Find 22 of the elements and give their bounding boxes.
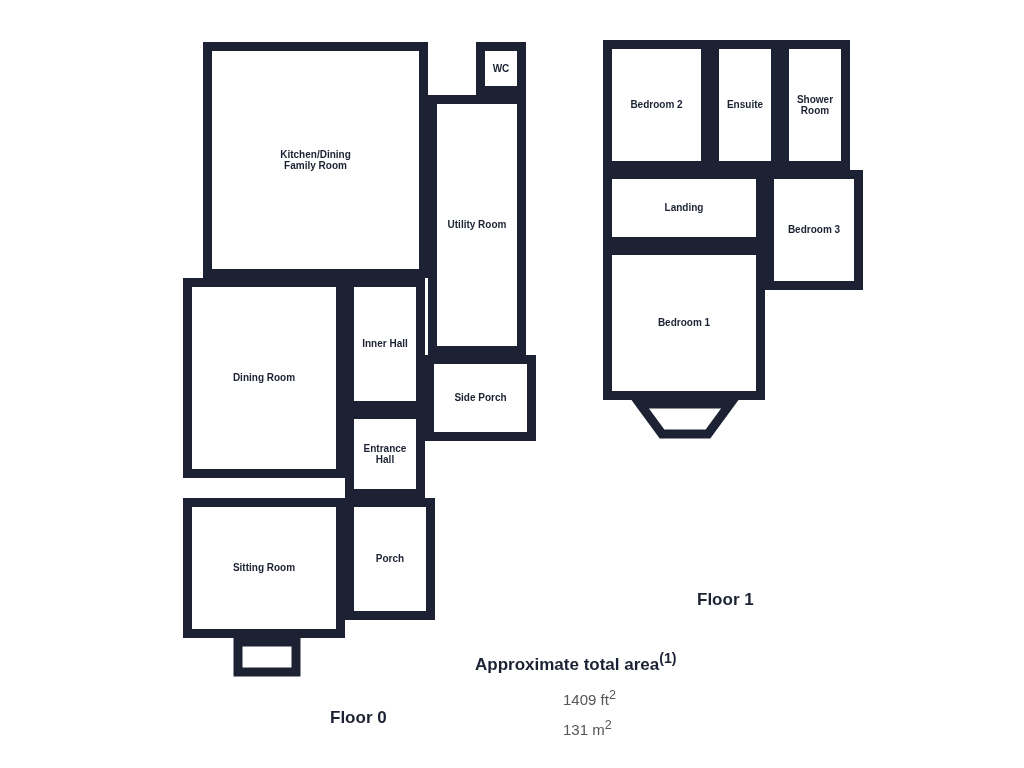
room-outline [476, 42, 526, 95]
area-value: 1409 ft$^{2}$ [563, 688, 616, 708]
room-label: Shower Room [795, 93, 835, 117]
room-label: Kitchen/Dining Family Room [279, 148, 352, 172]
room-label: Sitting Room [232, 562, 296, 574]
room-label: Side Porch [454, 392, 507, 404]
room-label: Utility Room [447, 219, 507, 231]
room-outline [183, 498, 345, 638]
room-label: Bedroom 3 [787, 224, 841, 236]
area-value: 131 m$^{2}$ [563, 718, 612, 738]
area-heading: Approximate total area$^{(1)}$ [475, 650, 677, 675]
floor-label: Floor 0 [330, 708, 387, 728]
floor-label: Floor 1 [697, 590, 754, 610]
room-label: Porch [375, 553, 405, 565]
room-label: Dining Room [232, 372, 296, 384]
room-label: Landing [664, 202, 704, 214]
room-label: Inner Hall [362, 338, 408, 350]
room-label: WC [492, 62, 510, 75]
room-label: Bedroom 1 [657, 317, 711, 329]
room-label: Bedroom 2 [630, 99, 683, 111]
room-label: Entrance Hall [362, 442, 408, 466]
room-label: Ensuite [726, 99, 764, 111]
